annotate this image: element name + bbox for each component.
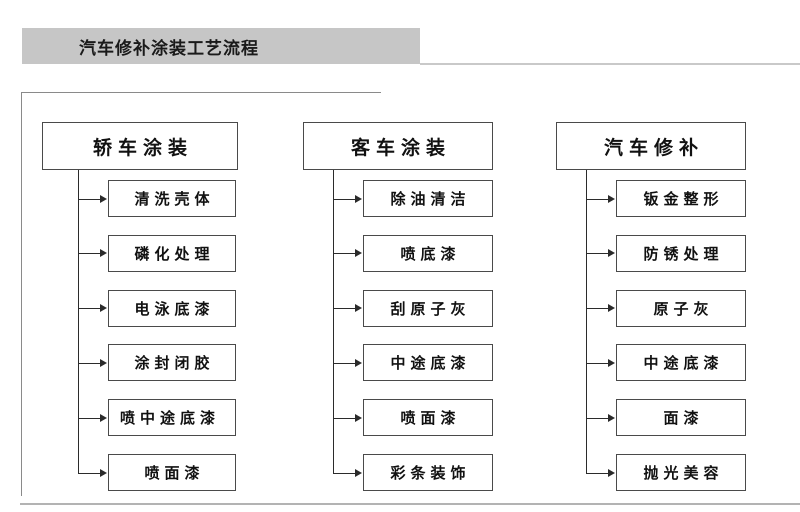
column-1-item-1-label: 清洗壳体 (134, 190, 215, 208)
column-2-item-3-arrow-icon (355, 304, 362, 313)
column-1-item-2-arrow-icon (100, 249, 107, 258)
column-3-header-label: 汽车修补 (603, 136, 704, 159)
column-3-item-1-label: 钣金整形 (643, 190, 724, 208)
column-2-item-1-arrow-icon (355, 194, 362, 203)
column-3-item-2-connector (586, 253, 608, 255)
column-3-item-3-connector (586, 308, 608, 310)
column-3-item-5-connector (586, 417, 608, 419)
column-2-item-2-connector (333, 253, 355, 255)
column-1-item-6-connector (78, 472, 100, 474)
column-3-connector-spine (586, 170, 587, 473)
column-1-item-3-label: 电泳底漆 (134, 299, 215, 318)
column-2-header-label: 客车涂装 (350, 136, 451, 159)
column-3-header-box[interactable]: 汽车修补 (556, 122, 746, 170)
column-2-item-4-connector (333, 362, 355, 364)
column-1-item-1-box[interactable]: 清洗壳体 (108, 180, 236, 217)
column-3-item-2-label: 防锈处理 (643, 244, 724, 263)
column-3-item-2-arrow-icon (608, 249, 615, 258)
frame-left-border (21, 92, 22, 496)
column-2-item-4-arrow-icon (355, 358, 362, 367)
column-3-item-4-box[interactable]: 中途底漆 (616, 344, 746, 382)
column-2-item-6-connector (333, 472, 355, 474)
page-title: 汽车修补涂装工艺流程 (79, 38, 259, 59)
column-1-connector-spine (78, 170, 79, 473)
column-1-header-box[interactable]: 轿车涂装 (42, 122, 238, 170)
column-1-item-3-box[interactable]: 电泳底漆 (108, 289, 236, 327)
column-1-item-2-connector (78, 253, 100, 255)
column-2-item-2-label: 喷底漆 (400, 244, 461, 263)
column-2-item-5-label: 喷面漆 (400, 409, 461, 428)
column-1-item-5-box[interactable]: 喷中途底漆 (108, 399, 236, 437)
column-3-item-1-arrow-icon (608, 194, 615, 203)
column-1-item-3-arrow-icon (100, 304, 107, 313)
column-3-item-1-box[interactable]: 钣金整形 (616, 180, 746, 217)
column-1-item-1-connector (78, 198, 100, 200)
column-1-item-5-label: 喷中途底漆 (120, 409, 221, 428)
column-3-item-2-box[interactable]: 防锈处理 (616, 234, 746, 272)
column-2-item-4-box[interactable]: 中途底漆 (363, 344, 493, 382)
column-1-item-4-box[interactable]: 涂封闭胶 (108, 344, 236, 382)
column-2-item-5-connector (333, 417, 355, 419)
column-2-item-6-arrow-icon (355, 468, 362, 477)
column-1-header-label: 轿车涂装 (92, 136, 193, 159)
frame-bottom-border (20, 503, 800, 505)
column-2-item-1-label: 除油清洁 (390, 190, 471, 208)
column-3-item-6-connector (586, 472, 608, 474)
column-1-item-4-arrow-icon (100, 358, 107, 367)
column-2-item-2-box[interactable]: 喷底漆 (363, 234, 493, 272)
column-3-item-5-box[interactable]: 面漆 (616, 399, 746, 437)
column-1-item-6-box[interactable]: 喷面漆 (108, 454, 236, 491)
column-3-item-5-label: 面漆 (663, 409, 704, 428)
column-2-item-3-box[interactable]: 刮原子灰 (363, 289, 493, 327)
title-bar: 汽车修补涂装工艺流程 (22, 28, 420, 64)
column-2-item-3-label: 刮原子灰 (390, 299, 471, 318)
column-2-item-6-label: 彩条装饰 (390, 464, 471, 482)
column-1-item-5-arrow-icon (100, 413, 107, 422)
frame-top-border (21, 92, 381, 93)
column-1-item-1-arrow-icon (100, 194, 107, 203)
column-1-item-6-label: 喷面漆 (144, 464, 205, 482)
column-2-item-5-box[interactable]: 喷面漆 (363, 399, 493, 437)
column-3-item-3-box[interactable]: 原子灰 (616, 289, 746, 327)
column-3-item-4-arrow-icon (608, 358, 615, 367)
column-1-item-4-connector (78, 362, 100, 364)
column-2-item-1-connector (333, 198, 355, 200)
column-3-item-1-connector (586, 198, 608, 200)
column-2-item-1-box[interactable]: 除油清洁 (363, 180, 493, 217)
column-1-item-2-box[interactable]: 磷化处理 (108, 234, 236, 272)
column-3-item-5-arrow-icon (608, 413, 615, 422)
column-2-header-box[interactable]: 客车涂装 (303, 122, 493, 170)
column-2-item-6-box[interactable]: 彩条装饰 (363, 454, 493, 491)
column-1-item-3-connector (78, 308, 100, 310)
column-3-item-6-arrow-icon (608, 468, 615, 477)
column-1-item-5-connector (78, 417, 100, 419)
column-1-item-4-label: 涂封闭胶 (134, 354, 215, 373)
column-3-item-3-label: 原子灰 (653, 299, 714, 318)
column-2-connector-spine (333, 170, 334, 473)
column-3-item-4-label: 中途底漆 (643, 354, 724, 373)
column-3-item-3-arrow-icon (608, 304, 615, 313)
column-3-item-6-label: 抛光美容 (643, 464, 724, 482)
column-3-item-6-box[interactable]: 抛光美容 (616, 454, 746, 491)
column-1-item-2-label: 磷化处理 (134, 244, 215, 263)
title-divider-rule (420, 63, 800, 65)
column-2-item-5-arrow-icon (355, 413, 362, 422)
column-1-item-6-arrow-icon (100, 468, 107, 477)
column-2-item-2-arrow-icon (355, 249, 362, 258)
column-3-item-4-connector (586, 362, 608, 364)
column-2-item-3-connector (333, 308, 355, 310)
column-2-item-4-label: 中途底漆 (390, 354, 471, 373)
